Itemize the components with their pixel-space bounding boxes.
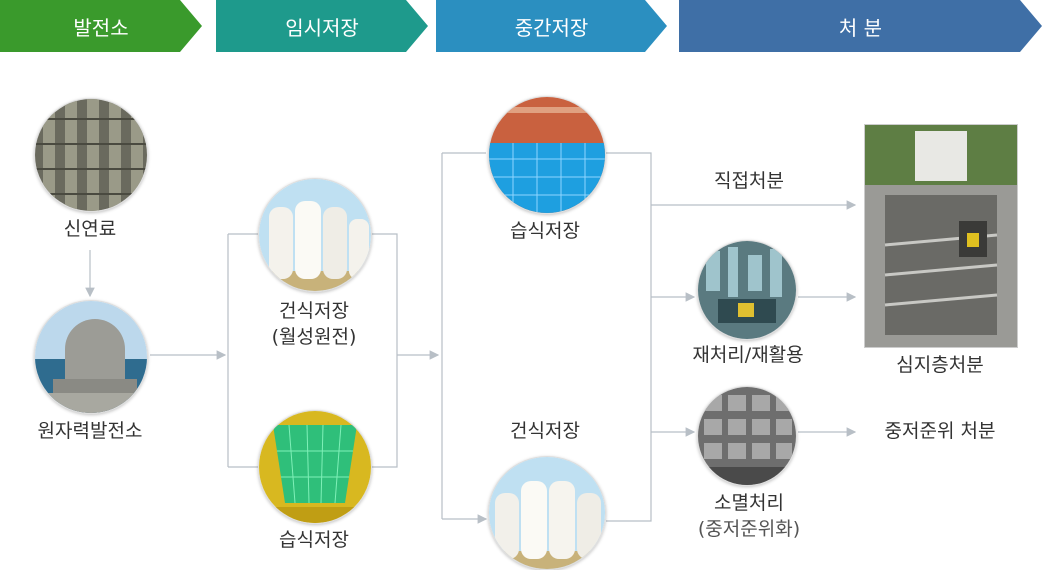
interim-dry-storage-label: 건식저장 [510,418,580,444]
deep-geological-disposal-image [864,124,1018,348]
label-main: 소멸처리 [698,490,800,516]
temporary-dry-storage-label: 건식저장 (월성원전) [272,298,357,350]
label-main: 건식저장 [272,298,357,324]
temporary-dry-storage-image [258,178,372,292]
interim-wet-storage-label: 습식저장 [510,218,580,244]
interim-wet-storage-image [488,96,606,214]
nuclear-power-plant-label: 원자력발전소 [38,418,143,444]
interim-dry-storage-image [488,456,606,570]
label-sub: (중저준위화) [698,516,800,542]
deep-geological-disposal-label: 심지층처분 [896,352,983,378]
low-intermediate-disposal-label: 중저준위 처분 [885,418,996,444]
label-sub: (월성원전) [272,324,357,350]
temporary-wet-storage-label: 습식저장 [279,527,349,553]
temporary-wet-storage-image [258,410,372,524]
reprocessing-label: 재처리/재활용 [692,342,803,368]
reprocessing-image [697,240,797,340]
nuclear-power-plant-image [34,300,148,414]
fresh-fuel-label: 신연료 [64,216,116,242]
fresh-fuel-image [34,98,148,212]
direct-disposal-label: 직접처분 [714,168,784,194]
transmutation-image [697,386,797,486]
transmutation-label: 소멸처리 (중저준위화) [698,490,800,542]
